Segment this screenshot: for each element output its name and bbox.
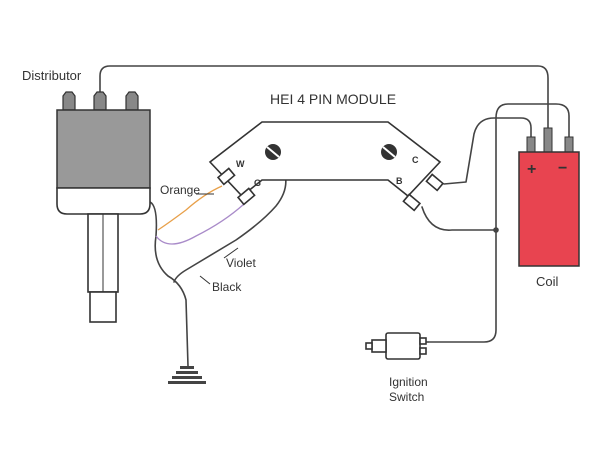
orange-label: Orange <box>160 183 200 197</box>
module-title: HEI 4 PIN MODULE <box>270 91 396 107</box>
coil-body <box>518 151 580 267</box>
ignition-label-line1: Ignition <box>389 375 428 389</box>
pin-w-label: W <box>236 159 245 169</box>
black-label: Black <box>212 280 242 294</box>
pin-b-connector <box>402 193 422 212</box>
pin-b-label: B <box>396 176 403 186</box>
coil-label: Coil <box>536 274 559 289</box>
hei-module <box>208 121 445 212</box>
cap-to-coil-wire <box>99 65 549 137</box>
violet-wire <box>155 203 245 245</box>
pin-g-label: G <box>254 178 261 188</box>
black-wire <box>173 165 287 283</box>
pin-c-connector <box>425 173 445 192</box>
distributor-cap <box>56 109 151 189</box>
pin-w-connector <box>216 167 236 186</box>
orange-wire <box>157 185 223 231</box>
coil-plus-to-module-c-wire <box>443 117 532 185</box>
right-screw-icon <box>381 144 397 160</box>
cap-terminal-left <box>62 91 76 111</box>
violet-label: Violet <box>226 256 256 270</box>
distributor-ground-wire <box>149 201 189 367</box>
distributor-label: Distributor <box>22 68 82 83</box>
distributor-housing <box>56 187 151 215</box>
cap-terminal-right <box>125 91 139 111</box>
coil-terminal-plus <box>526 136 536 153</box>
distributor <box>56 91 151 323</box>
coil-terminal-minus <box>564 136 574 153</box>
wire-junction-dot <box>493 227 499 233</box>
pin-c-label: C <box>412 155 419 165</box>
coil-minus-to-ignition-wire <box>427 103 570 343</box>
pin-g-connector <box>236 187 256 206</box>
distributor-gear <box>89 291 117 323</box>
coil-terminal-center <box>543 127 553 153</box>
cap-terminal-center <box>93 91 107 111</box>
ignition-switch <box>365 332 427 360</box>
ignition-label-line2: Switch <box>389 390 424 404</box>
module-b-to-junction-wire <box>421 206 497 231</box>
ground-symbol <box>168 366 206 384</box>
left-screw-icon <box>265 144 281 160</box>
module-body <box>208 121 442 198</box>
coil-plus-label: + <box>527 161 536 178</box>
coil-minus-label: − <box>558 160 567 177</box>
coil <box>518 127 580 267</box>
